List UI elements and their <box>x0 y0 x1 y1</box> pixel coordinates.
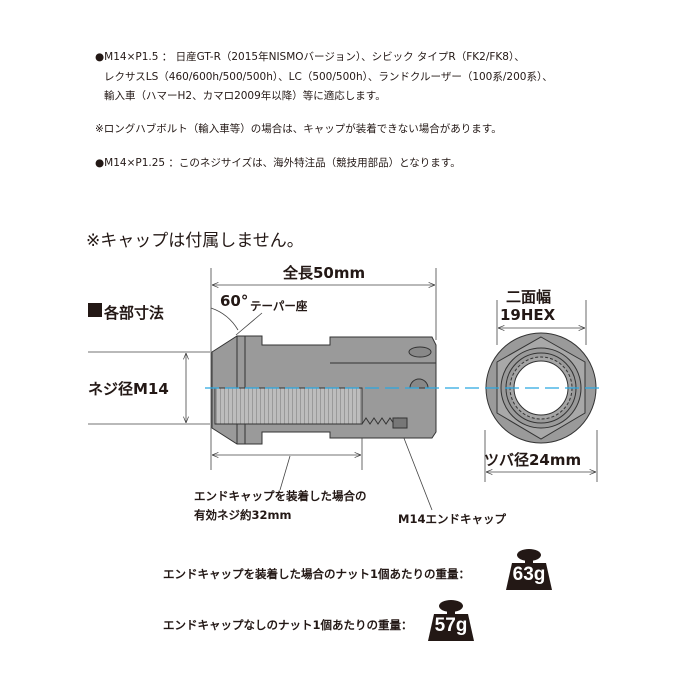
flange-diameter-label: ツバ径24mm <box>484 451 582 469</box>
note-long-hub-bolt: ※ロングハブボルト（輸入車等）の場合は、キャップが装着できない場合があります。 <box>95 123 502 135</box>
end-cap-shape <box>392 417 408 429</box>
weight-with-cap-label: エンドキャップを装着した場合のナット1個あたりの重量： <box>163 567 470 581</box>
effective-thread-label-2: 有効ネジ約32mm <box>194 508 292 522</box>
cap-not-included-note: ※キャップは付属しません。 <box>86 231 304 251</box>
weight-with-cap-value: 63g <box>512 564 546 585</box>
note-fitment-line1: ●M14×P1.5 ： 日産GT-R（2015年NISMOバージョン）、シビック… <box>95 51 525 63</box>
hex-title-label: 二面幅 <box>506 288 552 306</box>
weight-badge-with-cap: 63g <box>506 548 552 590</box>
total-length-label: 全長50mm <box>283 264 366 282</box>
nut-front-view <box>485 332 597 444</box>
taper-angle-label: 60° <box>220 292 249 310</box>
weight-badge-without-cap: 57g <box>428 599 474 641</box>
note-fitment-line2: レクサスLS（460/600h/500/500h）、LC（500/500h）、ラ… <box>104 71 553 83</box>
weight-without-cap-value: 57g <box>434 615 468 636</box>
hex-size-label: 19HEX <box>500 306 556 324</box>
section-title: 各部寸法 <box>104 304 165 322</box>
effective-thread-label-1: エンドキャップを装着した場合の <box>194 489 367 503</box>
thread-diameter-label: ネジ径M14 <box>88 380 169 398</box>
nut-side-view <box>211 335 437 445</box>
dimension-lines <box>88 268 598 511</box>
note-fitment-line3: 輸入車（ハマーH2、カマロ2009年以降）等に適応します。 <box>104 90 386 102</box>
weight-without-cap-label: エンドキャップなしのナット1個あたりの重量： <box>163 618 413 632</box>
end-cap-label: M14エンドキャップ <box>398 512 506 526</box>
section-square-icon <box>88 303 102 317</box>
weight-icon <box>428 600 474 641</box>
taper-seat-label: テーパー座 <box>250 299 308 313</box>
weight-icon <box>506 549 552 590</box>
note-p125: ●M14×P1.25 ：このネジサイズは、海外特注品（競技用部品）となります。 <box>95 157 461 169</box>
